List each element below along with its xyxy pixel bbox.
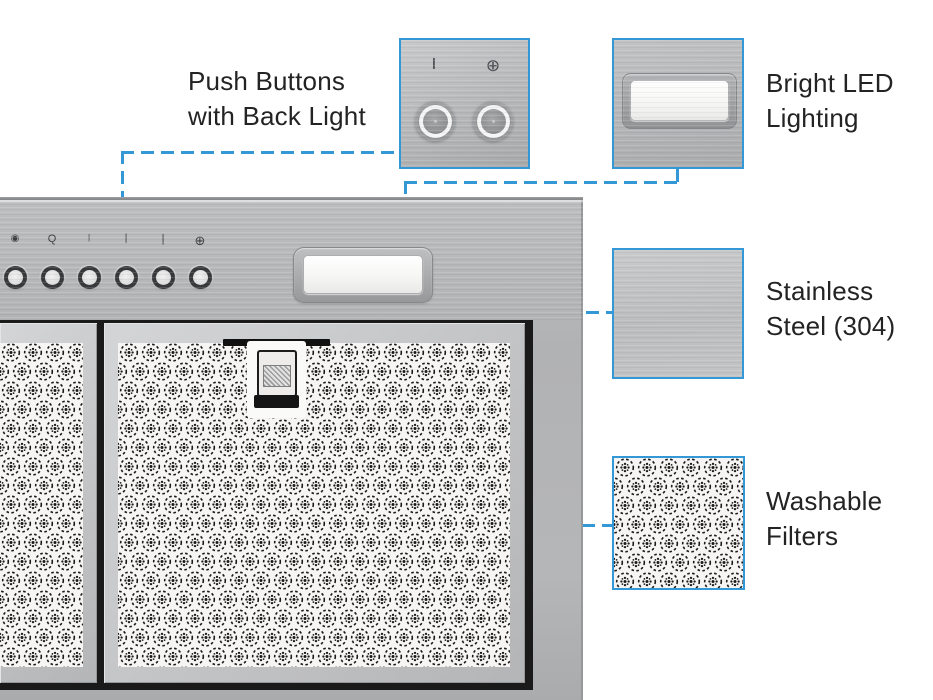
push-buttons-inset: I ⊕	[399, 38, 530, 169]
speed-1-icon: |	[87, 233, 91, 242]
push-button-power	[4, 266, 27, 289]
push-buttons-label-line2: with Back Light	[188, 101, 366, 131]
push-buttons-label-line1: Push Buttons	[188, 66, 346, 96]
filters-label-line2: Filters	[766, 521, 839, 551]
led-lens	[303, 255, 423, 294]
push-button-timer	[41, 266, 64, 289]
speed-2-icon: |	[124, 233, 128, 244]
light-icon: ⊕	[485, 56, 501, 75]
leader-push-buttons-horizontal	[121, 151, 399, 154]
steel-label: Stainless Steel (304)	[766, 274, 895, 344]
filters-label: Washable Filters	[766, 484, 882, 554]
inset-push-button-power	[415, 101, 455, 141]
push-button-speed-1	[78, 266, 101, 289]
filters-label-line1: Washable	[766, 486, 883, 516]
filter-latch-grip	[263, 365, 291, 387]
push-button-speed-3	[152, 266, 175, 289]
led-label-line1: Bright LED	[766, 68, 894, 98]
power-on-icon: I	[432, 56, 436, 73]
push-button-speed-2	[115, 266, 138, 289]
button-ring	[476, 104, 510, 138]
filter-mesh-right	[118, 343, 510, 667]
button-core	[480, 108, 506, 134]
button-core	[422, 108, 448, 134]
timer-icon: Q	[47, 233, 57, 245]
led-label: Bright LED Lighting	[766, 66, 894, 136]
leader-led-horizontal	[404, 181, 677, 184]
filter-mesh-left	[0, 343, 83, 667]
control-panel: ◉ Q | | | ⊕	[0, 197, 583, 320]
led-label-line2: Lighting	[766, 103, 859, 133]
filter-panel-left	[0, 323, 97, 683]
led-lens	[630, 80, 729, 121]
stainless-steel-inset	[612, 248, 744, 379]
filter-latch-handle	[254, 395, 299, 408]
leader-led-vertical-top	[676, 169, 679, 183]
range-hood-image: ◉ Q | | | ⊕	[0, 197, 583, 700]
steel-label-line1: Stainless	[766, 276, 874, 306]
light-icon: ⊕	[194, 233, 206, 248]
filter-panel-right	[104, 323, 525, 683]
speed-3-icon: |	[161, 233, 165, 245]
led-light-detail	[622, 73, 737, 129]
power-icon: ◉	[10, 233, 20, 244]
filter-assembly	[0, 320, 533, 690]
filter-mesh-detail	[614, 458, 743, 588]
filters-inset	[612, 456, 745, 590]
push-buttons-label: Push Buttons with Back Light	[188, 64, 366, 134]
filter-mesh-pattern	[614, 458, 743, 588]
filter-mesh-pattern	[0, 343, 83, 667]
button-ring	[418, 104, 452, 138]
leader-push-buttons-vertical	[121, 151, 124, 218]
led-light	[293, 247, 433, 303]
led-inset	[612, 38, 744, 169]
push-button-light	[189, 266, 212, 289]
steel-label-line2: Steel (304)	[766, 311, 896, 341]
filter-mesh-pattern	[118, 343, 510, 667]
inset-push-button-light	[473, 101, 513, 141]
